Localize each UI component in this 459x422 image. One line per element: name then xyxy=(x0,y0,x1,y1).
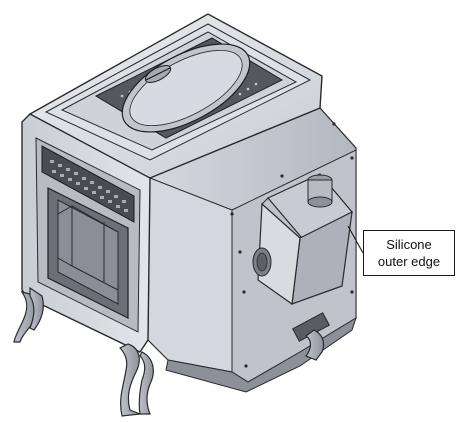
callout-line-1: Silicone xyxy=(386,237,432,252)
callout-leader xyxy=(347,225,364,254)
stove-top xyxy=(29,13,323,179)
stove-legs xyxy=(13,286,325,417)
stove-front xyxy=(21,113,151,353)
vent-assembly xyxy=(252,173,353,306)
silicone-outer-edge-callout: Silicone outer edge xyxy=(363,230,455,276)
callout-line-2: outer edge xyxy=(377,254,441,269)
